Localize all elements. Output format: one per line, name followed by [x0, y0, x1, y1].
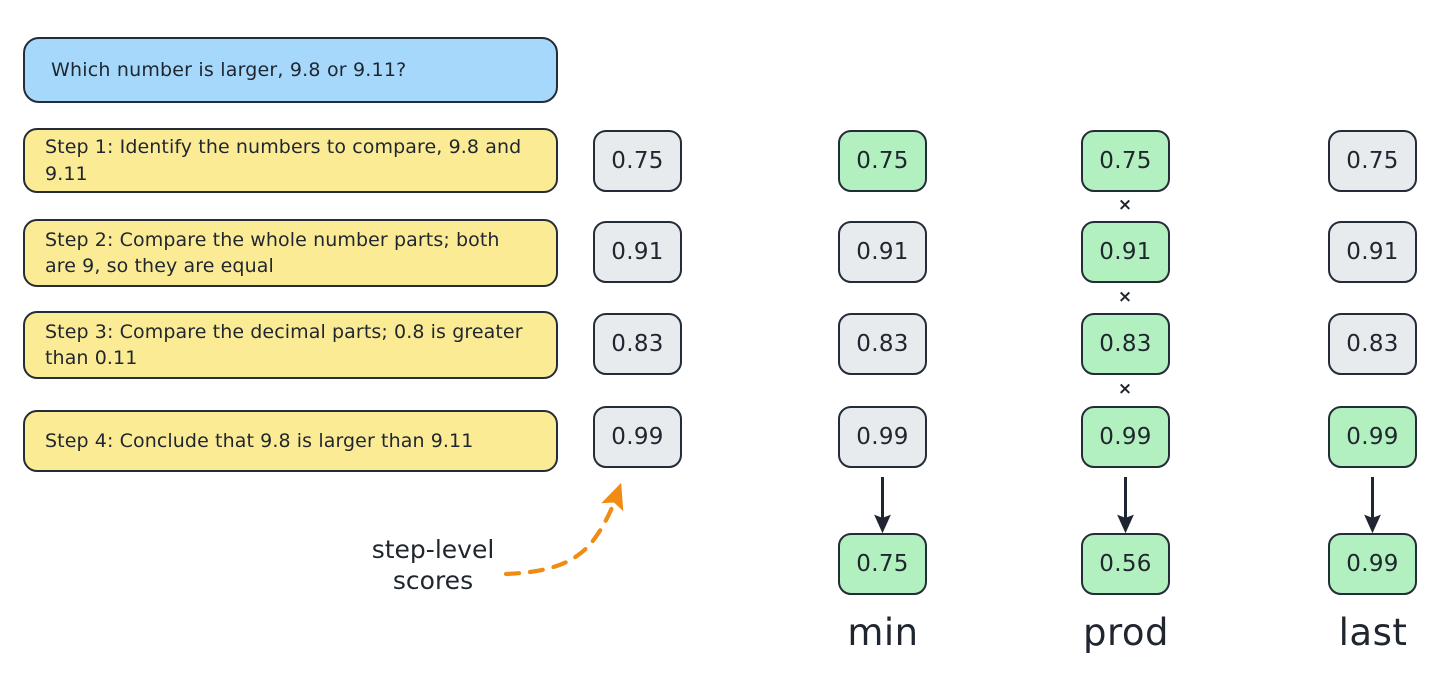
annotation-line-2: scores: [392, 565, 474, 595]
operator-symbol: ×: [1117, 195, 1133, 215]
prompt-text: Which number is larger, 9.8 or 9.11?: [51, 59, 407, 81]
operator-symbol: ×: [1117, 379, 1133, 399]
step-text-4: Step 4: Conclude that 9.8 is larger than…: [45, 429, 474, 452]
result-box-min: 0.75: [838, 533, 927, 595]
column-caption-last: last: [1273, 611, 1456, 654]
score-box-min-4: 0.99: [838, 406, 927, 468]
score-value: 0.83: [1099, 331, 1152, 357]
score-box-scores-4: 0.99: [593, 406, 682, 468]
caption-text: prod: [1082, 611, 1169, 654]
score-box-min-2: 0.91: [838, 221, 927, 283]
operator-symbol: ×: [1117, 287, 1133, 307]
score-value: 0.83: [856, 331, 909, 357]
score-box-scores-3: 0.83: [593, 313, 682, 375]
score-box-prod-4: 0.99: [1081, 406, 1170, 468]
score-value: 0.99: [856, 424, 909, 450]
score-box-last-1: 0.75: [1328, 130, 1417, 192]
annotation-line-1: step-level: [371, 535, 495, 564]
score-box-prod-3: 0.83: [1081, 313, 1170, 375]
caption-text: min: [847, 611, 919, 654]
result-box-prod: 0.56: [1081, 533, 1170, 595]
score-value: 0.99: [1346, 424, 1399, 450]
score-value: 0.91: [856, 239, 909, 265]
step-text-3: Step 3: Compare the decimal parts; 0.8 i…: [45, 320, 523, 369]
step-box-4: Step 4: Conclude that 9.8 is larger than…: [23, 410, 558, 472]
score-value: 0.75: [1346, 148, 1399, 174]
score-value: 0.91: [1346, 239, 1399, 265]
column-caption-prod: prod: [1026, 611, 1226, 654]
score-value: 0.83: [611, 331, 664, 357]
score-box-prod-2: 0.91: [1081, 221, 1170, 283]
score-box-min-3: 0.83: [838, 313, 927, 375]
score-value: 0.91: [1099, 239, 1152, 265]
operator-prod-1: ×: [1110, 195, 1140, 215]
score-value: 0.75: [856, 148, 909, 174]
score-box-last-2: 0.91: [1328, 221, 1417, 283]
caption-text: last: [1338, 611, 1408, 654]
score-box-scores-2: 0.91: [593, 221, 682, 283]
operator-prod-2: ×: [1110, 287, 1140, 307]
score-box-min-1: 0.75: [838, 130, 927, 192]
score-box-scores-1: 0.75: [593, 130, 682, 192]
result-value: 0.99: [1346, 551, 1399, 577]
annotation-step-level-scores: step-level scores: [318, 535, 548, 596]
score-box-last-3: 0.83: [1328, 313, 1417, 375]
score-value: 0.83: [1346, 331, 1399, 357]
step-box-3: Step 3: Compare the decimal parts; 0.8 i…: [23, 311, 558, 379]
prompt-box: Which number is larger, 9.8 or 9.11?: [23, 37, 558, 103]
step-text-1: Step 1: Identify the numbers to compare,…: [45, 136, 522, 185]
column-caption-min: min: [783, 611, 983, 654]
score-value: 0.75: [1099, 148, 1152, 174]
score-value: 0.75: [611, 148, 664, 174]
step-box-1: Step 1: Identify the numbers to compare,…: [23, 128, 558, 193]
step-box-2: Step 2: Compare the whole number parts; …: [23, 219, 558, 287]
score-value: 0.99: [1099, 424, 1152, 450]
score-value: 0.91: [611, 239, 664, 265]
result-value: 0.75: [856, 551, 909, 577]
score-box-last-4: 0.99: [1328, 406, 1417, 468]
operator-prod-3: ×: [1110, 379, 1140, 399]
step-text-2: Step 2: Compare the whole number parts; …: [45, 228, 500, 277]
score-value: 0.99: [611, 424, 664, 450]
result-box-last: 0.99: [1328, 533, 1417, 595]
score-box-prod-1: 0.75: [1081, 130, 1170, 192]
result-value: 0.56: [1099, 551, 1152, 577]
